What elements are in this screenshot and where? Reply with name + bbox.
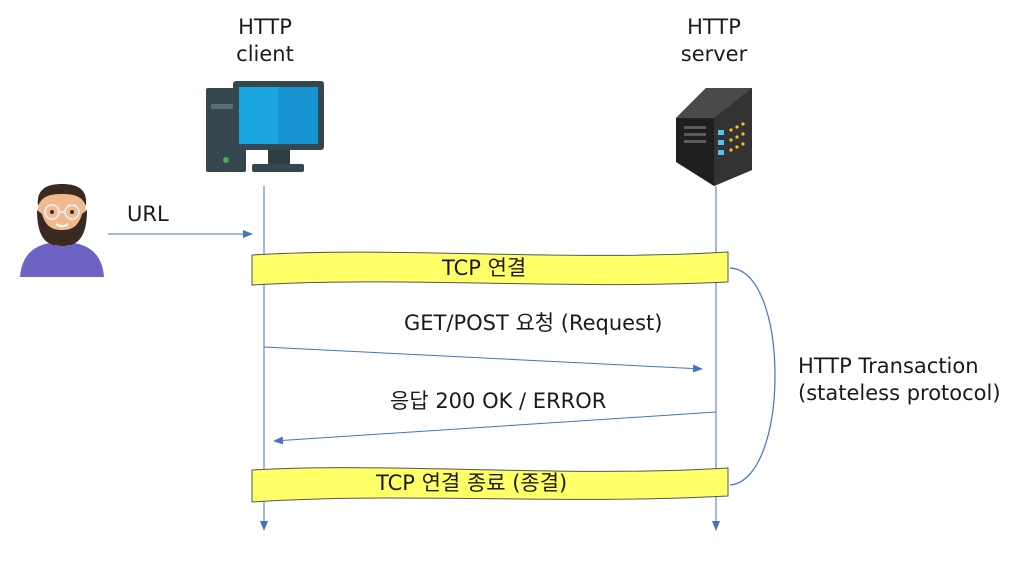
tcp-close-label: TCP 연결 종료 (종결) <box>376 471 568 495</box>
tcp-connect-band <box>251 251 729 286</box>
transaction-label: HTTP Transaction (stateless protocol) <box>798 353 1001 408</box>
request-label: GET/POST 요청 (Request) <box>404 311 663 335</box>
request-arrow <box>263 346 703 373</box>
transaction-label-line2: (stateless protocol) <box>798 381 1001 406</box>
response-arrow <box>273 411 717 445</box>
response-label: 응답 200 OK / ERROR <box>390 389 607 413</box>
server-tower-icon <box>676 88 752 186</box>
server-title: HTTP server <box>672 14 756 69</box>
client-title: HTTP client <box>224 14 306 69</box>
url-label: URL <box>127 202 169 226</box>
server-title-line1: HTTP <box>687 15 741 39</box>
tcp-close-band <box>251 467 729 503</box>
client-title-line2: client <box>236 42 294 67</box>
desktop-computer-icon <box>206 81 324 172</box>
server-title-line2: server <box>680 42 748 67</box>
bearded-user-avatar-icon <box>20 184 104 277</box>
transaction-bracket <box>729 267 776 486</box>
client-title-line1: HTTP <box>238 15 292 39</box>
transaction-label-line1: HTTP Transaction <box>798 354 979 378</box>
tcp-connect-label: TCP 연결 <box>442 256 527 280</box>
